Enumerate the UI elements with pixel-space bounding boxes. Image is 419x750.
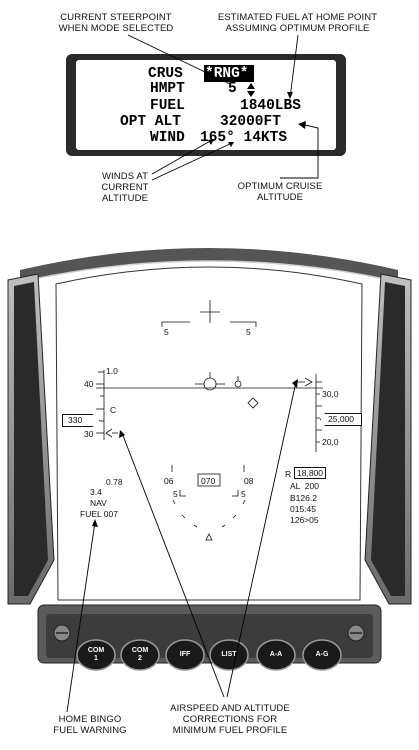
- steerpoint-info: 126>05: [290, 515, 319, 525]
- ded-line3-label: FUEL: [150, 98, 185, 114]
- range-value: 18,800: [294, 467, 326, 479]
- bearing-readout: B126.2: [290, 493, 317, 503]
- pitch-label-right: 5: [246, 327, 251, 337]
- airspeed-scale-1: 1.0: [106, 366, 118, 376]
- ded-line5-label: WIND: [150, 130, 185, 146]
- ded-line4-value: 32000FT: [220, 114, 281, 130]
- heading-sub-left: 5: [173, 489, 178, 499]
- airspeed-scale-2: 40: [84, 379, 94, 389]
- heading-sub-right: 5: [241, 489, 246, 499]
- heading-left: 06: [164, 476, 174, 486]
- heading-value: 070: [201, 476, 216, 486]
- callout-current-steerpoint: CURRENT STEERPOINT WHEN MODE SELECTED: [58, 12, 174, 34]
- ded-line5-value: 165° 14KTS: [200, 130, 288, 146]
- altitude-low: AL 200: [290, 481, 319, 491]
- airspeed-value: 330: [68, 415, 83, 425]
- ded-line1-label: CRUS: [148, 66, 183, 82]
- airspeed-scale-3: C: [110, 405, 117, 415]
- altitude-scale-1: 30,0: [322, 389, 339, 399]
- hud-left-bracket: [7, 273, 55, 605]
- fuel-warning: FUEL 007: [80, 509, 118, 519]
- button-iff[interactable]: IFF: [179, 651, 191, 658]
- ded-line1-mode: *RNG*: [205, 66, 249, 82]
- time-readout: 015:45: [290, 504, 316, 514]
- nav-mode: NAV: [90, 498, 107, 508]
- pitch-label-left: 5: [164, 327, 169, 337]
- altitude-value: 25,000: [328, 414, 354, 424]
- ded-line2-value: 5: [228, 81, 237, 97]
- range-prefix: R: [285, 469, 292, 479]
- right-knob-icon: [347, 624, 365, 642]
- button-list[interactable]: LIST: [221, 651, 237, 658]
- airspeed-scale-4: 30: [84, 429, 94, 439]
- button-a-g[interactable]: A-G: [315, 651, 329, 658]
- g-load-readout: 3.4: [90, 487, 102, 497]
- airspeed-box: [62, 414, 100, 427]
- ded-line4-label: OPT ALT: [120, 114, 181, 130]
- button-com2[interactable]: COM 2: [131, 647, 149, 662]
- scroll-down-icon: [247, 91, 255, 97]
- hud-combiner-glass: [55, 266, 363, 601]
- altitude-scale-2: 20,0: [322, 437, 339, 447]
- hud-right-bracket: [364, 273, 412, 605]
- ded-line3-value: 1840LBS: [240, 98, 301, 114]
- callout-estimated-fuel: ESTIMATED FUEL AT HOME POINT ASSUMING OP…: [217, 12, 378, 34]
- scroll-up-icon: [247, 83, 255, 89]
- callout-home-bingo: HOME BINGO FUEL WARNING: [53, 714, 127, 736]
- callout-optimum-cruise: OPTIMUM CRUISE ALTITUDE: [237, 181, 323, 203]
- altitude-box: [320, 413, 362, 426]
- hud-top-frame: [20, 248, 398, 282]
- button-com1[interactable]: COM 1: [87, 647, 105, 662]
- callout-winds: WINDS AT CURRENT ALTITUDE: [101, 171, 149, 204]
- heading-right: 08: [244, 476, 254, 486]
- callout-airspeed-altitude: AIRSPEED AND ALTITUDE CORRECTIONS FOR MI…: [170, 703, 290, 736]
- ded-line2-label: HMPT: [150, 81, 185, 97]
- button-a-a[interactable]: A-A: [269, 651, 283, 658]
- left-knob-icon: [53, 624, 71, 642]
- mach-readout: 0.78: [106, 477, 123, 487]
